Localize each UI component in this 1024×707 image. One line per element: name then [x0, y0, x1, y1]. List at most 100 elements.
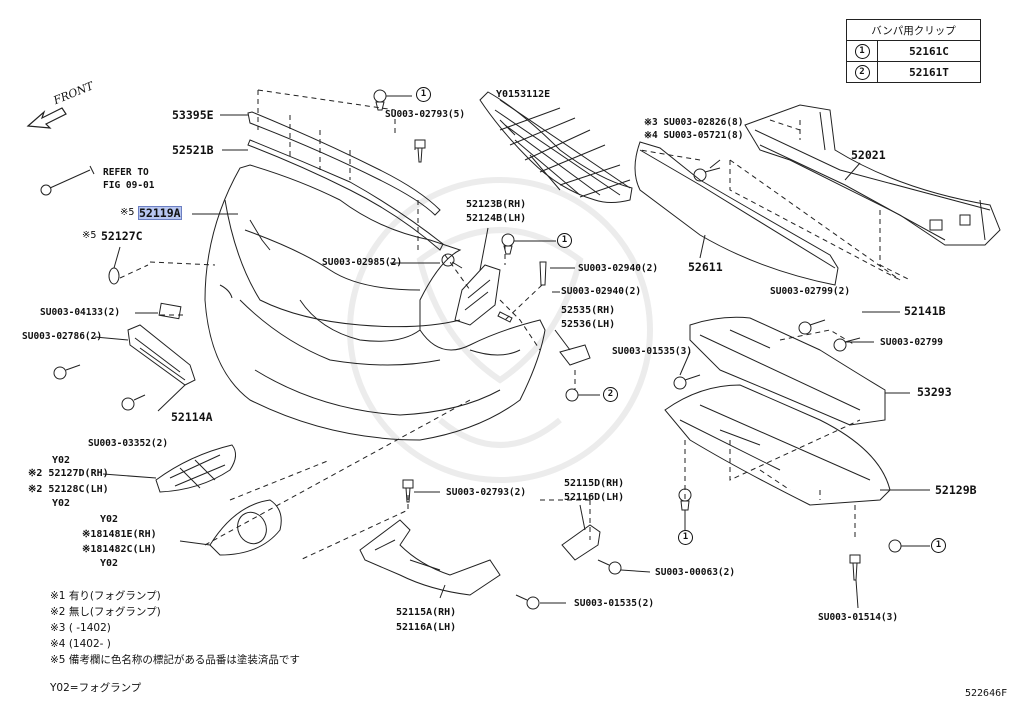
undercover-52129B: [664, 384, 891, 506]
refer-fig-label[interactable]: FIG 09-01: [103, 180, 155, 191]
screw-SU003-04133[interactable]: SU003-04133(2): [40, 307, 121, 318]
part-52116D[interactable]: 52116D(LH): [564, 492, 625, 503]
fog-cover-52127D: [155, 444, 236, 493]
bracket-52115D: [561, 524, 601, 561]
note-line: ※1 有り(フォグランプ): [50, 590, 161, 602]
clip-mark-1: 1: [854, 44, 870, 59]
screw-SU003-05721[interactable]: ※4 SU003-05721(8): [644, 130, 744, 141]
clip-icon: [501, 233, 515, 255]
screw-SU003-00063[interactable]: SU003-00063(2): [655, 567, 736, 578]
clip-mark-2: 2: [603, 387, 618, 402]
table-row: 2 52161T: [846, 61, 981, 83]
bolt-icon: [798, 319, 826, 335]
clip-part-number: 52161T: [877, 61, 981, 83]
bracket-52114A: [127, 302, 196, 386]
screw-SU003-02940[interactable]: SU003-02940(2): [561, 286, 642, 297]
part-52127C[interactable]: 52127C: [101, 229, 143, 243]
legend-y02: Y02=フォグランプ: [50, 682, 142, 694]
part-181481E[interactable]: ※181481E(RH): [82, 529, 157, 540]
bolt-icons: [40, 89, 902, 610]
fog-cover-181481E: [209, 499, 282, 556]
clip-icon: [441, 253, 463, 269]
part-52124B[interactable]: 52124B(LH): [466, 213, 527, 224]
screw-SU003-01535[interactable]: SU003-01535(3): [612, 346, 693, 357]
part-52128C[interactable]: ※2 52128C(LH): [28, 484, 109, 495]
grille-mesh: [479, 91, 633, 203]
screw-SU003-02826[interactable]: ※3 SU003-02826(8): [644, 117, 744, 128]
screw-SU003-01535[interactable]: SU003-01535(2): [574, 598, 655, 609]
part-52535[interactable]: 52535(RH): [561, 305, 616, 316]
screw-SU003-02799[interactable]: SU003-02799: [880, 337, 943, 348]
part-52536[interactable]: 52536(LH): [561, 319, 616, 330]
fog-label-y02: Y02: [100, 558, 119, 569]
note-line: ※4 (1402- ): [50, 638, 111, 650]
part-52123B[interactable]: 52123B(RH): [466, 199, 527, 210]
leader-lines: [94, 95, 930, 609]
watermark-emblem: [347, 177, 653, 483]
bolt-icon: [515, 594, 540, 610]
clip-table: バンパ用クリップ 1 52161C 2 52161T: [846, 19, 981, 83]
part-52119A[interactable]: 52119A: [138, 206, 182, 220]
part-52129B[interactable]: 52129B: [935, 483, 977, 497]
bolt-icon: [849, 554, 861, 581]
screw-SU003-02940[interactable]: SU003-02940(2): [578, 263, 659, 274]
bolt-icon: [414, 139, 426, 163]
rod-icon: [40, 165, 95, 196]
bolt-icon: [833, 337, 861, 352]
front-arrow-icon: [26, 107, 67, 129]
part-53293[interactable]: 53293: [917, 385, 952, 399]
screw-SU003-02793[interactable]: SU003-02793(5): [385, 109, 466, 120]
clip-mark-1: 1: [416, 87, 431, 102]
absorber-52611: [634, 141, 839, 286]
part-181482C[interactable]: ※181482C(LH): [82, 544, 157, 555]
clip-part-number: 52161C: [877, 40, 981, 62]
fog-label-y02: Y02: [52, 498, 71, 509]
clip-mark-2: 2: [854, 65, 870, 80]
bolt-icon: [53, 364, 81, 380]
undercover-53293: [689, 316, 886, 426]
note-line: ※3 ( -1402): [50, 622, 111, 634]
part-52127D[interactable]: ※2 52127D(RH): [28, 468, 109, 479]
part-52115A[interactable]: 52115A(RH): [396, 607, 457, 618]
bolt-icon: [693, 167, 721, 182]
bracket-52535: [559, 344, 591, 366]
part-52611[interactable]: 52611: [688, 260, 723, 274]
screw-SU003-02786[interactable]: SU003-02786(2): [22, 331, 103, 342]
screw-SU003-02793[interactable]: SU003-02793(2): [446, 487, 527, 498]
bolt-icon: [597, 559, 622, 575]
part-52141B[interactable]: 52141B: [904, 304, 946, 318]
clip-mark-1: 1: [931, 538, 946, 553]
part-52115D[interactable]: 52115D(RH): [564, 478, 625, 489]
bolt-icon: [121, 394, 146, 411]
part-52021[interactable]: 52021: [851, 148, 886, 162]
clip-mark-1: 1: [678, 530, 693, 545]
refer-to-label: REFER TO: [103, 167, 149, 178]
clip-icon: [108, 267, 120, 285]
screw-SU003-03352[interactable]: SU003-03352(2): [88, 438, 169, 449]
bolt-icon: [673, 374, 701, 390]
bolt-icon: [539, 261, 547, 286]
note-line: ※2 無し(フォグランプ): [50, 606, 161, 618]
clip-icon: [565, 388, 579, 402]
bracket-52115A: [359, 519, 501, 596]
part-52116A[interactable]: 52116A(LH): [396, 622, 457, 633]
table-row: 1 52161C: [846, 40, 981, 62]
part-52521B[interactable]: 52521B: [172, 143, 214, 157]
bumper-cover: [204, 164, 546, 441]
part-53395E[interactable]: 53395E: [172, 108, 214, 122]
screw-SU003-02985[interactable]: SU003-02985(2): [322, 257, 403, 268]
screw-SU003-01514[interactable]: SU003-01514(3): [818, 612, 899, 623]
fog-label-y02: Y02: [52, 455, 71, 466]
part-52114A[interactable]: 52114A: [171, 410, 213, 424]
screw-SU003-02799[interactable]: SU003-02799(2): [770, 286, 851, 297]
figure-code: 522646F: [965, 688, 1008, 699]
note-mark-5: ※5: [120, 207, 135, 218]
clip-icon: [888, 539, 902, 553]
note-mark-5: ※5: [82, 230, 97, 241]
bolt-icon: [497, 311, 513, 323]
note-line: ※5 備考欄に色名称の標記がある品番は塗装済品です: [50, 654, 300, 666]
upper-strips: [247, 111, 444, 251]
part-Y0153112E[interactable]: Y0153112E: [496, 89, 551, 100]
